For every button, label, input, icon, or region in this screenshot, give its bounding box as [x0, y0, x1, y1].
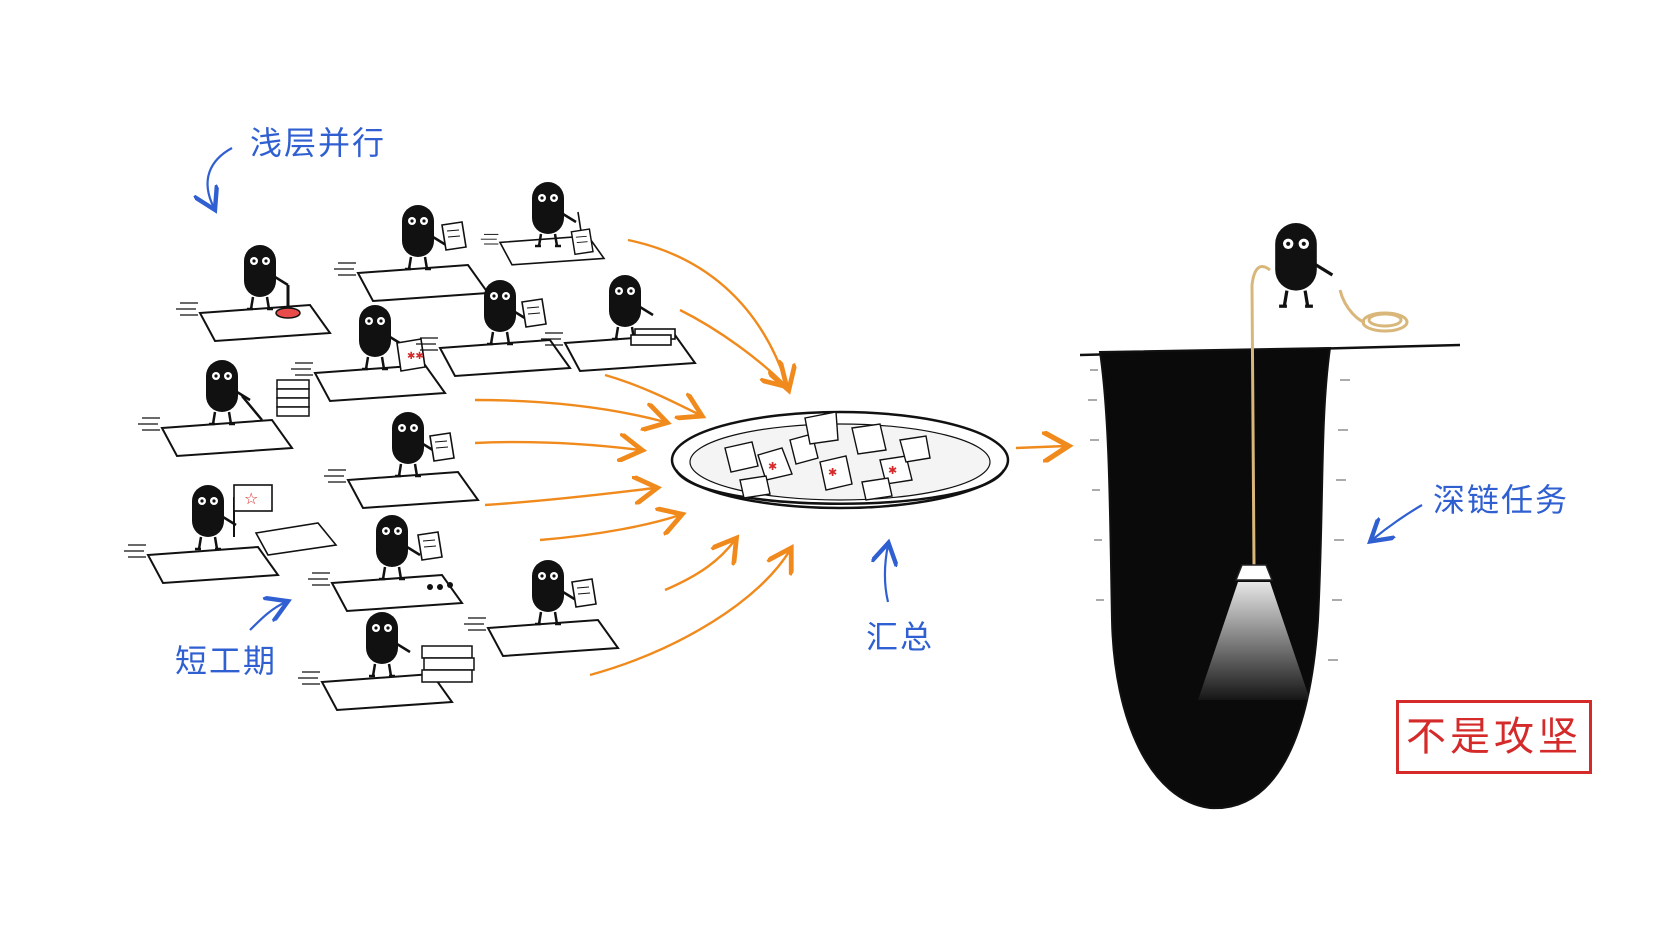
shallow-pointer-arrow — [208, 147, 233, 208]
sum-pointer-arrow — [885, 545, 888, 603]
flag-star-icon — [233, 484, 273, 512]
worker-11 — [463, 558, 619, 657]
merge-arrows — [474, 238, 790, 677]
svg-text:☆: ☆ — [244, 489, 258, 508]
worker-1 — [175, 243, 331, 342]
deep-pointer-arrow — [1372, 504, 1423, 540]
worker-10 — [307, 513, 463, 612]
short-pointer-arrow — [249, 602, 286, 631]
svg-text:✱✱: ✱✱ — [407, 351, 424, 362]
parallel-workers-group: ✱✱ — [123, 180, 696, 711]
rope-coil-icon — [1338, 289, 1409, 333]
tray-to-pit-arrow — [1015, 446, 1066, 448]
worker-2 — [333, 203, 489, 302]
svg-text:✱: ✱ — [888, 464, 897, 477]
worker-12 — [297, 610, 475, 711]
worker-7 — [137, 358, 310, 457]
svg-text:✱: ✱ — [828, 466, 837, 479]
not-hard-task-stamp: 不是攻坚 — [1396, 700, 1592, 774]
worker-creature-icon — [1273, 221, 1335, 308]
svg-text:✱: ✱ — [768, 460, 777, 473]
summary-label: 汇总 — [866, 618, 935, 656]
shallow-parallel-label: 浅层并行 — [250, 124, 387, 162]
worker-4: ✱✱ — [290, 303, 446, 402]
deep-chain-task-label: 深链任务 — [1433, 481, 1570, 519]
worker-3 — [479, 180, 605, 266]
worker-9: ☆ — [123, 483, 338, 584]
lamp-icon — [1198, 564, 1310, 700]
worker-creature-icon — [242, 243, 290, 311]
short-term-label: 短工期 — [175, 642, 278, 680]
collection-tray-icon: ✱ ✱ ✱ — [670, 410, 1010, 510]
worker-8 — [323, 410, 479, 509]
deep-pit-icon — [1079, 221, 1461, 810]
worker-6 — [540, 273, 696, 372]
